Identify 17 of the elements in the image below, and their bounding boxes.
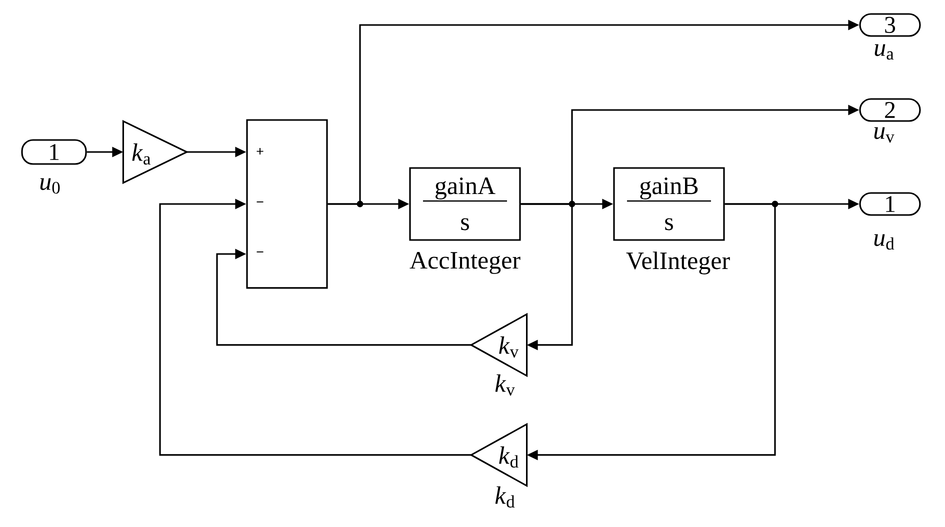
block-label: AccInteger — [410, 252, 520, 274]
block-label: k$_{d}$ — [495, 486, 515, 508]
arrow — [159, 198, 472, 456]
arrow — [216, 248, 472, 346]
block-label: u$_{a}$ — [874, 44, 894, 60]
port-block: 1 — [859, 192, 921, 216]
block-label: u$_{d}$ — [874, 234, 894, 250]
port-block: 1 — [21, 139, 87, 165]
sum-block: + − − — [246, 119, 328, 289]
port-block: 2 — [859, 98, 921, 122]
integrator-block: gainB s — [613, 167, 725, 241]
arrow — [520, 203, 573, 350]
block-label: VelInteger — [626, 252, 730, 274]
integrator-block: gainA s — [409, 167, 521, 241]
block-label: u$_{v}$ — [874, 127, 894, 143]
block-label: u$_{0}$ — [40, 178, 60, 194]
port-block: 3 — [859, 13, 921, 37]
